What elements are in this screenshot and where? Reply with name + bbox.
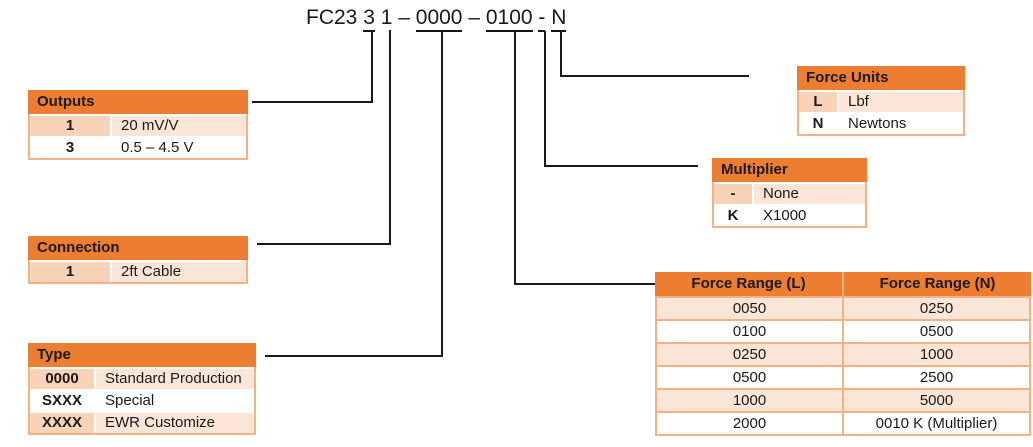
- force-range-n-cell: 0500: [842, 321, 1029, 342]
- table-row: K X1000: [714, 204, 865, 226]
- table-row: 0000 Standard Production: [30, 367, 254, 389]
- code-cell: N: [812, 115, 824, 132]
- force-range-n-cell: 1000: [842, 344, 1029, 365]
- desc-cell: 20 mV/V: [110, 116, 246, 136]
- connector-multiplier-line: [544, 31, 698, 167]
- force-range-n-cell: 0250: [842, 298, 1029, 319]
- force-range-table: Force Range (L) Force Range (N) 0050 025…: [655, 272, 1031, 436]
- connector-outputs-line: [252, 30, 373, 103]
- force-range-l-header: Force Range (L): [691, 275, 806, 292]
- code-cell: K: [727, 207, 739, 224]
- part-number-segment-force-units: N: [551, 7, 567, 32]
- desc-cell: X1000: [752, 206, 865, 226]
- table-row: 1 20 mV/V: [30, 114, 246, 136]
- part-number-segment-force-range: 0100: [485, 7, 533, 32]
- part-number-segment-type: 0000: [415, 7, 463, 32]
- connector-connection-line: [257, 30, 391, 245]
- force-range-n-cell: 0010 K (Multiplier): [842, 413, 1029, 434]
- table-row: 0100 0500: [657, 319, 1029, 342]
- force-range-l-cell: 2000: [732, 415, 767, 432]
- force-range-n-cell: 5000: [842, 390, 1029, 411]
- code-cell: 0000: [30, 369, 94, 389]
- force-range-l-cell: 0050: [732, 300, 767, 317]
- part-number-segment-multiplier: -: [538, 7, 546, 32]
- part-number-segment: FC23: [306, 6, 364, 29]
- part-number: FC23 3 1 – 0000 – 0100 - N: [306, 6, 567, 32]
- force-range-l-cell: 0100: [732, 323, 767, 340]
- code-cell: SXXX: [41, 392, 83, 409]
- table-row: - None: [714, 182, 865, 204]
- type-table: Type 0000 Standard Production SXXX Speci…: [28, 343, 256, 435]
- table-row: 1000 5000: [657, 388, 1029, 411]
- table-row: L Lbf: [799, 90, 963, 112]
- desc-cell: None: [752, 184, 865, 204]
- part-number-segment: –: [462, 6, 486, 29]
- table-row: SXXX Special: [30, 389, 254, 411]
- multiplier-table: Multiplier - None K X1000: [712, 158, 867, 228]
- code-cell: 3: [65, 139, 75, 156]
- outputs-table-header: Outputs: [28, 90, 248, 114]
- connector-force-range-line: [514, 30, 655, 285]
- outputs-table: Outputs 1 20 mV/V 3 0.5 – 4.5 V: [28, 90, 248, 160]
- desc-cell: 0.5 – 4.5 V: [110, 138, 246, 158]
- code-cell: XXXX: [30, 413, 94, 433]
- part-number-segment-connection: 1: [380, 6, 393, 29]
- table-row: 3 0.5 – 4.5 V: [30, 136, 246, 158]
- part-number-segment-outputs: 3: [363, 7, 375, 32]
- desc-cell: EWR Customize: [94, 413, 254, 433]
- desc-cell: Newtons: [837, 114, 963, 134]
- connection-table: Connection 1 2ft Cable: [28, 236, 248, 284]
- code-cell: 1: [30, 262, 110, 282]
- code-cell: 1: [30, 116, 110, 136]
- table-row: N Newtons: [799, 112, 963, 134]
- multiplier-table-header: Multiplier: [712, 158, 867, 182]
- code-cell: L: [799, 92, 837, 112]
- table-row: 0500 2500: [657, 365, 1029, 388]
- connector-type-line: [265, 31, 443, 357]
- desc-cell: Standard Production: [94, 369, 254, 389]
- connector-force-units-line: [560, 31, 749, 77]
- table-row: 0250 1000: [657, 342, 1029, 365]
- force-range-n-header: Force Range (N): [842, 272, 1031, 296]
- force-range-n-cell: 2500: [842, 367, 1029, 388]
- force-range-l-cell: 0250: [732, 346, 767, 363]
- desc-cell: 2ft Cable: [110, 262, 246, 282]
- force-units-table-header: Force Units: [797, 66, 965, 90]
- type-table-header: Type: [28, 343, 256, 367]
- table-row: XXXX EWR Customize: [30, 411, 254, 433]
- connection-table-header: Connection: [28, 236, 248, 260]
- table-row: 1 2ft Cable: [30, 260, 246, 282]
- table-row: 2000 0010 K (Multiplier): [657, 411, 1029, 434]
- force-units-table: Force Units L Lbf N Newtons: [797, 66, 965, 136]
- table-row: 0050 0250: [657, 296, 1029, 319]
- force-range-l-cell: 1000: [732, 392, 767, 409]
- part-number-segment: –: [392, 6, 416, 29]
- desc-cell: Special: [94, 391, 254, 411]
- force-range-l-cell: 0500: [732, 369, 767, 386]
- code-cell: -: [714, 184, 752, 204]
- force-range-table-header: Force Range (L) Force Range (N): [655, 272, 1031, 296]
- desc-cell: Lbf: [837, 92, 963, 112]
